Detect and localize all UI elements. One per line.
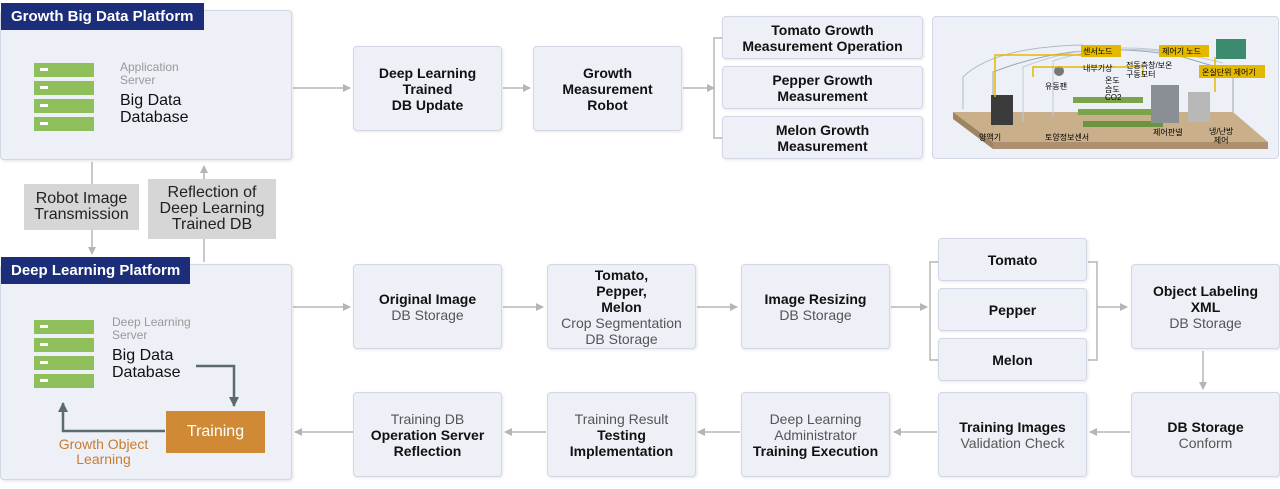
db-storage-conform-box: DB Storage Conform xyxy=(1131,392,1280,477)
bracket-top xyxy=(713,37,722,139)
testing-implementation-box: Training Result Testing Implementation xyxy=(547,392,696,477)
soil-sensor-label: 토양정보센서 xyxy=(1045,133,1090,142)
bracket-right xyxy=(1088,261,1098,361)
control-panel-label: 제어판넬 xyxy=(1153,128,1183,137)
greenhouse-illustration: 센서노드 제어기 노드 온실단위 제어기 내부기상 전동측창/보온 구동모터 온… xyxy=(932,16,1279,159)
nutrient-label: 양액기 xyxy=(979,133,1002,142)
validation-check-box: Training Images Validation Check xyxy=(938,392,1087,477)
deep-learning-platform-title: Deep Learning Platform xyxy=(1,257,191,284)
pepper-box: Pepper xyxy=(938,288,1087,331)
melon-box: Melon xyxy=(938,338,1087,381)
database-icon xyxy=(34,63,94,133)
image-resizing-box: Image Resizing DB Storage xyxy=(741,264,890,349)
object-labeling-box: Object Labeling XML DB Storage xyxy=(1131,264,1280,349)
arrow-db-to-training xyxy=(196,364,239,407)
co2-label: CO2 xyxy=(1105,93,1122,102)
sensor-node-label: 센서노드 xyxy=(1083,47,1113,56)
training-execution-box: Deep Learning Administrator Training Exe… xyxy=(741,392,890,477)
training-button[interactable]: Training xyxy=(166,411,265,453)
humidity-label: 습도 xyxy=(1105,85,1120,94)
fan-label: 유동팬 xyxy=(1045,82,1068,91)
bracket-left xyxy=(929,261,938,361)
database-icon xyxy=(34,320,94,390)
control-node-label: 제어기 노드 xyxy=(1162,47,1202,56)
arrow-training-to-db xyxy=(58,402,165,433)
temp-control-label: 온실단위 제어기 xyxy=(1202,68,1256,77)
operation-server-reflection-box: Training DB Operation Server Reflection xyxy=(353,392,502,477)
motor-label: 전동측창/보온 구동모터 xyxy=(1126,61,1173,79)
growth-platform-title: Growth Big Data Platform xyxy=(1,3,204,30)
temp-label: 온도 xyxy=(1105,76,1120,85)
weather-label: 내부기상 xyxy=(1083,64,1113,73)
greenhouse-drawing xyxy=(953,39,1268,149)
tomato-box: Tomato xyxy=(938,238,1087,281)
crop-segmentation-box: Tomato, Pepper, Melon Crop Segmentation … xyxy=(547,264,696,349)
original-image-box: Original Image DB Storage xyxy=(353,264,502,349)
